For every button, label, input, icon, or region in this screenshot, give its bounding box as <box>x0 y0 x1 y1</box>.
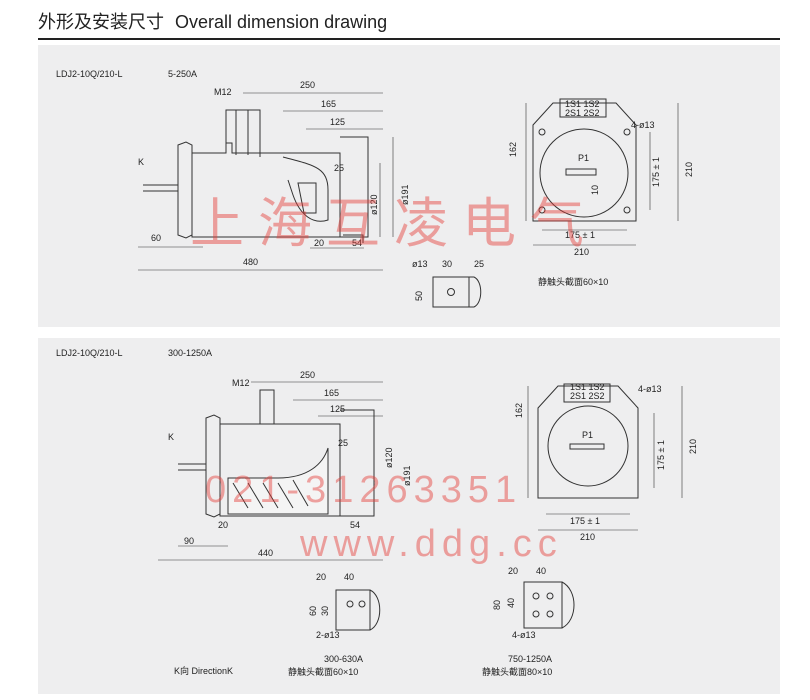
contact-30: 30 <box>442 259 452 269</box>
dim-120: ø120 <box>384 447 394 468</box>
range-label: 5-250A <box>168 69 197 79</box>
side-view <box>178 389 375 518</box>
direction-label: K向 DirectionK <box>174 665 233 676</box>
dim-k: K <box>138 157 144 167</box>
dim-120: ø120 <box>369 194 379 215</box>
contact2-80: 80 <box>492 600 502 610</box>
contact-50: 50 <box>414 291 424 301</box>
dim-10: 10 <box>590 185 600 195</box>
dim-125: 125 <box>330 404 345 414</box>
contact1-30: 30 <box>320 606 330 616</box>
front-view <box>537 383 639 499</box>
contact-25: 25 <box>474 259 484 269</box>
contact2-40: 40 <box>536 566 546 576</box>
side-dimensions <box>158 381 383 561</box>
dim-191: ø191 <box>402 465 412 486</box>
drawing-300-1250a: LDJ2-10Q/210-L 300-1250A 250 165 125 M12… <box>56 348 698 677</box>
dim-165: 165 <box>321 99 336 109</box>
model-label: LDJ2-10Q/210-L <box>56 348 123 358</box>
dim-175h: 175 ± 1 <box>565 230 595 240</box>
front-view <box>532 98 637 222</box>
contact1-hole: 2-ø13 <box>316 630 340 640</box>
dim-125: 125 <box>330 117 345 127</box>
dim-25: 25 <box>338 438 348 448</box>
contact2-40v: 40 <box>506 598 516 608</box>
dim-54: 54 <box>350 520 360 530</box>
contact1-20: 20 <box>316 572 326 582</box>
dim-210v: 210 <box>688 439 698 454</box>
contact2-view <box>523 581 575 629</box>
dim-60: 60 <box>151 233 161 243</box>
terminal-2: 2S1 2S2 <box>565 108 600 118</box>
contact2-caption: 静触头截面80×10 <box>482 666 552 677</box>
dim-210h: 210 <box>580 532 595 542</box>
p1-label: P1 <box>582 430 593 440</box>
dim-191: ø191 <box>400 184 410 205</box>
dim-175v: 175 ± 1 <box>651 157 661 187</box>
contact-caption: 静触头截面60×10 <box>538 276 608 287</box>
dim-25: 25 <box>334 163 344 173</box>
header-title-cn: 外形及安装尺寸 <box>38 12 164 33</box>
contact1-40: 40 <box>344 572 354 582</box>
contact-view <box>432 276 482 308</box>
dim-250: 250 <box>300 370 315 380</box>
contact-hole: ø13 <box>412 259 428 269</box>
dim-210v: 210 <box>684 162 694 177</box>
contact1-view <box>335 589 381 631</box>
terminal-1: 1S1 1S2 <box>565 99 600 109</box>
dim-20: 20 <box>314 238 324 248</box>
terminal-2: 2S1 2S2 <box>570 391 605 401</box>
header-rule <box>38 38 780 40</box>
dim-250: 250 <box>300 80 315 90</box>
panel-300-1250a: LDJ2-10Q/210-L 300-1250A 250 165 125 M12… <box>38 338 780 694</box>
dim-175h: 175 ± 1 <box>570 516 600 526</box>
hole-label: 4-ø13 <box>638 384 662 394</box>
dim-m12: M12 <box>214 87 232 97</box>
p1-label: P1 <box>578 153 589 163</box>
drawing-5-250a: LDJ2-10Q/210-L 5-250A 250 165 125 M12 25… <box>56 69 694 308</box>
dim-162: 162 <box>508 142 518 157</box>
contact1-caption: 静触头截面60×10 <box>288 666 358 677</box>
dim-90: 90 <box>184 536 194 546</box>
contact2-hole: 4-ø13 <box>512 630 536 640</box>
contact1-range: 300-630A <box>324 654 363 664</box>
dim-165: 165 <box>324 388 339 398</box>
panel-5-250a: LDJ2-10Q/210-L 5-250A 250 165 125 M12 25… <box>38 45 780 327</box>
dim-440: 440 <box>258 548 273 558</box>
side-view <box>143 109 369 243</box>
contact2-20: 20 <box>508 566 518 576</box>
dim-20: 20 <box>218 520 228 530</box>
dim-175v: 175 ± 1 <box>656 440 666 470</box>
page-header: 外形及安装尺寸 Overall dimension drawing <box>38 8 387 34</box>
terminal-1: 1S1 1S2 <box>570 382 605 392</box>
dim-k: K <box>168 432 174 442</box>
side-dimensions <box>138 92 394 271</box>
header-title-en: Overall dimension drawing <box>175 12 388 32</box>
hole-label: 4-ø13 <box>631 120 655 130</box>
contact2-range: 750-1250A <box>508 654 552 664</box>
dim-210h: 210 <box>574 247 589 257</box>
contact1-60: 60 <box>308 606 318 616</box>
model-label: LDJ2-10Q/210-L <box>56 69 123 79</box>
dim-480: 480 <box>243 257 258 267</box>
front-dimensions <box>525 103 679 246</box>
front-dimensions <box>527 386 683 531</box>
range-label: 300-1250A <box>168 348 212 358</box>
dim-162: 162 <box>514 403 524 418</box>
dim-54: 54 <box>352 238 362 248</box>
dim-m12: M12 <box>232 378 250 388</box>
